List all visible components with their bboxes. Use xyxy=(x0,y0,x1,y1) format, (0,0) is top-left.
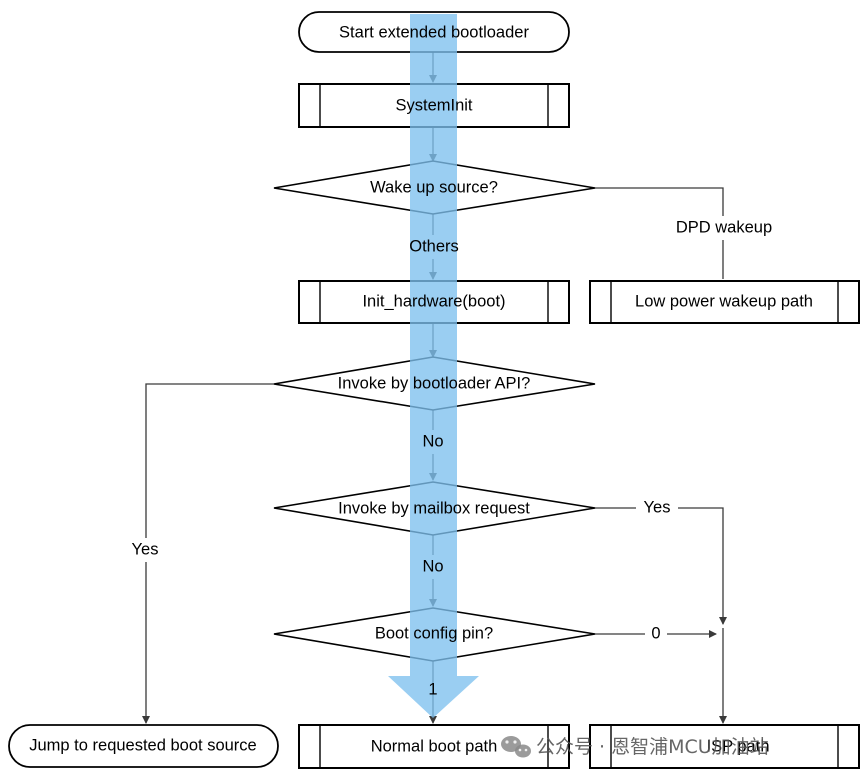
systeminit-label: SystemInit xyxy=(395,96,472,114)
watermark: 公众号 · 恩智浦MCU加油站 xyxy=(501,736,769,758)
api-decision-label: Invoke by bootloader API? xyxy=(338,374,531,392)
edge-api-to-jump xyxy=(142,383,274,724)
highlight-arrow xyxy=(388,14,479,718)
bootpin-decision-label: Boot config pin? xyxy=(375,624,493,642)
isp-label: ISP path xyxy=(707,737,770,755)
low-power-label: Low power wakeup path xyxy=(635,292,813,310)
normal-boot-label: Normal boot path xyxy=(371,737,498,755)
mailbox-no-label: No xyxy=(422,557,443,575)
start-label: Start extended bootloader xyxy=(339,23,529,41)
api-no-label: No xyxy=(422,432,443,450)
node-labels: Start extended bootloader SystemInit Wak… xyxy=(29,23,813,755)
pin-one-label: 1 xyxy=(428,680,437,698)
isp-node-shape xyxy=(589,724,860,769)
low-power-node-shape xyxy=(589,280,860,324)
init-hardware-label: Init_hardware(boot) xyxy=(362,292,505,310)
pin-zero-label: 0 xyxy=(651,624,660,642)
api-yes-label: Yes xyxy=(132,540,159,558)
dpd-wakeup-label: DPD wakeup xyxy=(676,218,772,236)
jump-label: Jump to requested boot source xyxy=(29,736,256,754)
mailbox-decision-label: Invoke by mailbox request xyxy=(338,499,530,517)
edge-labels: DPD wakeup Others No Yes No Yes 0 1 xyxy=(132,218,773,698)
wechat-icon xyxy=(501,736,531,758)
edge-wakeup-to-lowpower xyxy=(595,187,724,279)
highlight-arrow-shaft xyxy=(410,14,457,676)
highlight-arrow-head xyxy=(388,676,479,718)
edge-mailbox-to-isp xyxy=(595,507,727,625)
watermark-text: 公众号 · 恩智浦MCU加油站 xyxy=(536,736,769,758)
wakeup-label: Wake up source? xyxy=(370,178,498,196)
others-label: Others xyxy=(409,237,459,255)
jump-node-shape xyxy=(8,724,279,768)
mailbox-yes-label: Yes xyxy=(644,498,671,516)
